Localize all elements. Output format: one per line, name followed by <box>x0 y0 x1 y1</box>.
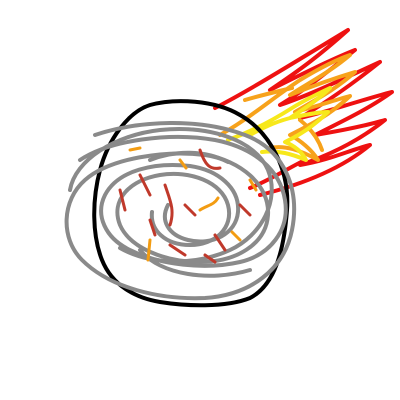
fleck-orange-1 <box>128 146 258 262</box>
rock-outline <box>92 99 290 308</box>
swirl-loop-inner <box>78 134 288 268</box>
inner-flecks <box>118 146 258 264</box>
flame-stroke-yellow <box>226 86 332 162</box>
flame-stroke-orange <box>218 53 357 162</box>
flame-trail <box>213 28 394 197</box>
fleck-red-1 <box>118 148 252 264</box>
gray-swirl-scribble <box>64 121 297 301</box>
